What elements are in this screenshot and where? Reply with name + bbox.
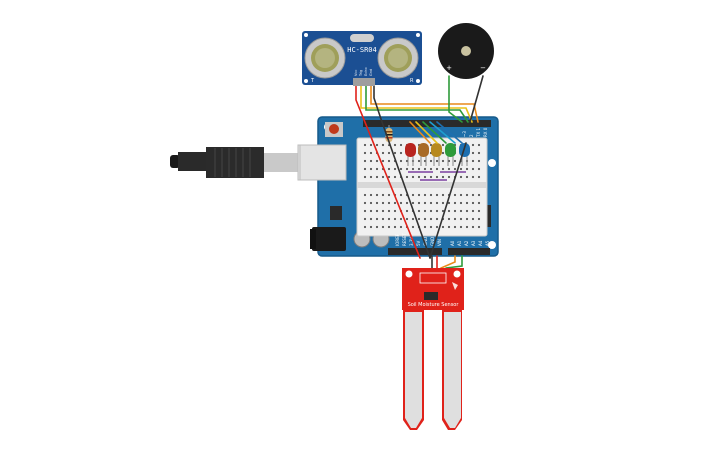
led-icon <box>418 143 429 166</box>
pin-label: GND <box>430 237 435 246</box>
pin-label: Trig <box>359 70 363 77</box>
arduino-board: IOREF RESET 3.3V 5V GND GND VIN A0 A1 A2… <box>299 116 499 257</box>
pin-label: A0 <box>450 240 455 246</box>
pin-label: ~3 <box>462 131 467 137</box>
pin-label: A5 <box>485 240 490 246</box>
sensor-r-label: R <box>410 78 414 84</box>
pin-label: A2 <box>464 240 469 246</box>
pin-label: 3.3V <box>409 237 414 246</box>
pin-label: TX 1 <box>476 128 481 138</box>
pin-label: A3 <box>471 240 476 246</box>
led-icon <box>431 143 442 166</box>
wires <box>355 75 484 273</box>
sensor-model-label: HC-SR04 <box>347 46 377 54</box>
led-icon <box>445 143 456 166</box>
sensor-t-label: T <box>310 78 315 84</box>
pin-label: Gnd <box>369 69 373 76</box>
ultrasonic-sensor-icon: HC-SR04 T R Vcc Trig Echo Gnd <box>302 31 422 86</box>
pin-label: IOREF <box>395 233 400 246</box>
led-icon <box>405 143 416 166</box>
soil-sensor-label: Soil Moisture Sensor <box>408 302 460 308</box>
buzzer-icon: + − <box>438 23 494 79</box>
pin-label: RESET <box>402 233 407 246</box>
buzzer-plus-label: + <box>446 64 452 72</box>
pin-label: Echo <box>364 68 368 77</box>
pin-label: VIN <box>437 239 442 246</box>
led-row <box>405 143 470 166</box>
buzzer-minus-label: − <box>480 64 486 72</box>
pin-label: A1 <box>457 240 462 246</box>
pin-label: RX 0 <box>483 127 488 137</box>
pin-label: A4 <box>478 240 483 246</box>
soil-probe-icon: Soil Moisture Sensor <box>402 268 464 430</box>
pin-label: Vcc <box>354 70 358 76</box>
pin-label: 5V <box>416 240 421 246</box>
pin-label: 2 <box>469 134 474 137</box>
pin-label: GND <box>423 237 428 246</box>
